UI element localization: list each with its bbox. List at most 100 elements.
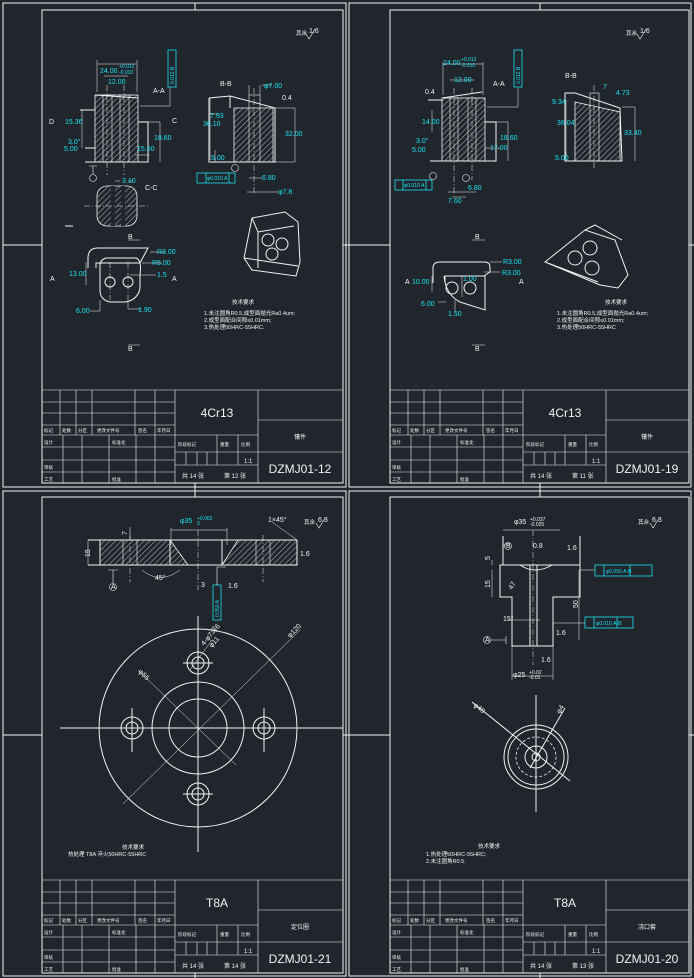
label-change-doc: 更改文件号: [97, 917, 120, 924]
sheet-3-border: [41, 496, 344, 974]
dim-14: 14.00: [422, 119, 440, 126]
sheet-number: 第 12 张: [224, 472, 246, 480]
label-mark: 标记: [392, 917, 401, 924]
roughness-value: 1.6: [556, 630, 566, 637]
roughness-value: 1.6: [309, 28, 319, 35]
dim-33-4: 33.40: [624, 130, 642, 137]
dim-tol-upper: +0.02: [529, 670, 542, 676]
dim-6-8: 6.80: [468, 185, 482, 192]
section-label: C-C: [145, 185, 157, 192]
section-b-b: B-B 7 4.73 9.34 36.04 33.40 5.00: [552, 73, 642, 170]
part-name: 镶件: [641, 433, 653, 441]
sheet-number: 第 13 张: [572, 962, 594, 970]
section-marker: B: [128, 234, 133, 241]
title-block-grid: [390, 879, 689, 973]
roughness-symbol-icon: [649, 517, 660, 529]
dim-32: 32.00: [285, 131, 303, 138]
label-mark: 标记: [44, 427, 53, 434]
roughness-symbol-icon: [636, 28, 647, 40]
label-change-doc: 更改文件号: [445, 427, 468, 434]
tolerance-frame: [196, 172, 236, 184]
notes-heading: 技术要求: [605, 298, 628, 306]
dim-phi-120: φ120: [286, 623, 302, 639]
label-zone: 分区: [426, 427, 435, 434]
label-scale: 比例: [589, 441, 598, 448]
sheet-4-outer-frame: [348, 490, 692, 977]
label-weight: 重量: [220, 441, 229, 448]
label-stage-mark: 阶段标记: [178, 441, 196, 448]
note-line: 1.未注圆角R0.5,成型面抛光Ra0.4um;: [557, 309, 649, 317]
dim-7: 7: [603, 84, 607, 91]
dim-tol-upper: +0.012: [461, 57, 477, 63]
datum-letter: A: [111, 584, 116, 591]
note-line: 1.未注圆角R0.5,成型面抛光Ra0.4um;: [204, 309, 296, 317]
sheet-2-drawing[interactable]: 其余 1.6 0.012 B 24.00 +0.012 -0.010 12.00…: [394, 28, 650, 353]
roughness-prefix: 其余: [638, 518, 650, 526]
label-date: 年月日: [505, 427, 519, 434]
label-standardization: 标准化: [112, 929, 126, 936]
notes-heading: 技术要求: [122, 843, 145, 851]
label-signature: 签名: [486, 427, 495, 434]
roughness-value: 0.4: [425, 89, 435, 96]
dim-angle: 3.0°: [416, 137, 429, 145]
dim-12: 12.00: [108, 79, 126, 86]
title-block-grid: [42, 389, 343, 483]
roughness-value: 1.6: [640, 28, 650, 35]
dim-angle: 3.0°: [68, 138, 81, 146]
label-count: 处数: [410, 917, 419, 924]
dim-6: 6.00: [76, 308, 90, 315]
tolerance-text: φ0.010 A: [207, 176, 228, 182]
sheet-3-drawing[interactable]: 其余 6.3 φ35 +0.062 0 1×45° 7 15 45° 3 1.6…: [60, 516, 343, 858]
label-count: 处数: [62, 427, 71, 434]
notes-heading: 技术要求: [478, 842, 501, 850]
datum-a-symbol: [109, 583, 117, 591]
material: 4Cr13: [549, 406, 582, 420]
section-marker: C: [172, 118, 177, 125]
sheet-3-outer-frame: [2, 490, 347, 977]
tolerance-frame: [584, 616, 634, 629]
label-zone: 分区: [78, 427, 87, 434]
title-blocks: 标记处数分区更改文件号签名年月日设计标准化审核工艺批准阶段标记重量比例1:1共 …: [42, 389, 689, 973]
dim-17: 17.00: [490, 145, 508, 152]
label-count: 处数: [410, 427, 419, 434]
sheet-4-drawing[interactable]: 其余 6.3 φ35 +0.037 -0.025 5 15 47 50 15° …: [426, 517, 662, 865]
datum-a-symbol: [231, 164, 239, 172]
dim-36-1: 36.10: [203, 121, 221, 128]
dim-tol-upper: +0.062: [197, 516, 213, 522]
dim-36-04: 36.04: [557, 120, 575, 127]
tolerance-text: 0.050 A: [215, 599, 221, 617]
note-line: 2.未注圆角R0.5.: [426, 857, 466, 865]
dim-7-93: 7.93: [210, 113, 224, 120]
total-sheets: 共 14 张: [182, 962, 204, 970]
note-line: 1.热处理50HRC-55HRC;: [426, 850, 487, 858]
isometric-view: [544, 224, 629, 289]
label-change-doc: 更改文件号: [445, 917, 468, 924]
label-design: 设计: [392, 929, 401, 936]
dim-5: 5.00: [412, 147, 426, 154]
label-signature: 签名: [138, 427, 147, 434]
label-design: 设计: [392, 439, 401, 446]
label-stage-mark: 阶段标记: [526, 441, 544, 448]
scale-value: 1:1: [244, 459, 253, 465]
label-review: 审核: [392, 464, 401, 471]
section-label: B-B: [220, 81, 232, 88]
dim-tol-lower: -0.01: [529, 675, 541, 681]
roughness-value: 1.6: [228, 583, 238, 590]
tolerance-frame: [594, 564, 653, 577]
dim-5: 5.00: [211, 155, 225, 162]
dim-3: 3: [201, 582, 205, 589]
dim-7: 7: [122, 531, 129, 535]
dim-1: 1.00: [463, 276, 477, 283]
dim-phi-25: φ25: [513, 672, 525, 679]
dim-4-73: 4.73: [616, 90, 630, 97]
label-approve: 批准: [112, 966, 121, 973]
tolerance-frame: [394, 179, 433, 191]
dim-tol-lower: -0.010: [461, 63, 475, 69]
dim-45-deg: 45°: [155, 574, 166, 582]
sheet-1-drawing[interactable]: 其余 1.6 0.012 B 24.00 +0.012 -0.010 12.00…: [49, 28, 319, 353]
label-mark: 标记: [44, 917, 53, 924]
roughness-value: 6.3: [318, 517, 328, 524]
